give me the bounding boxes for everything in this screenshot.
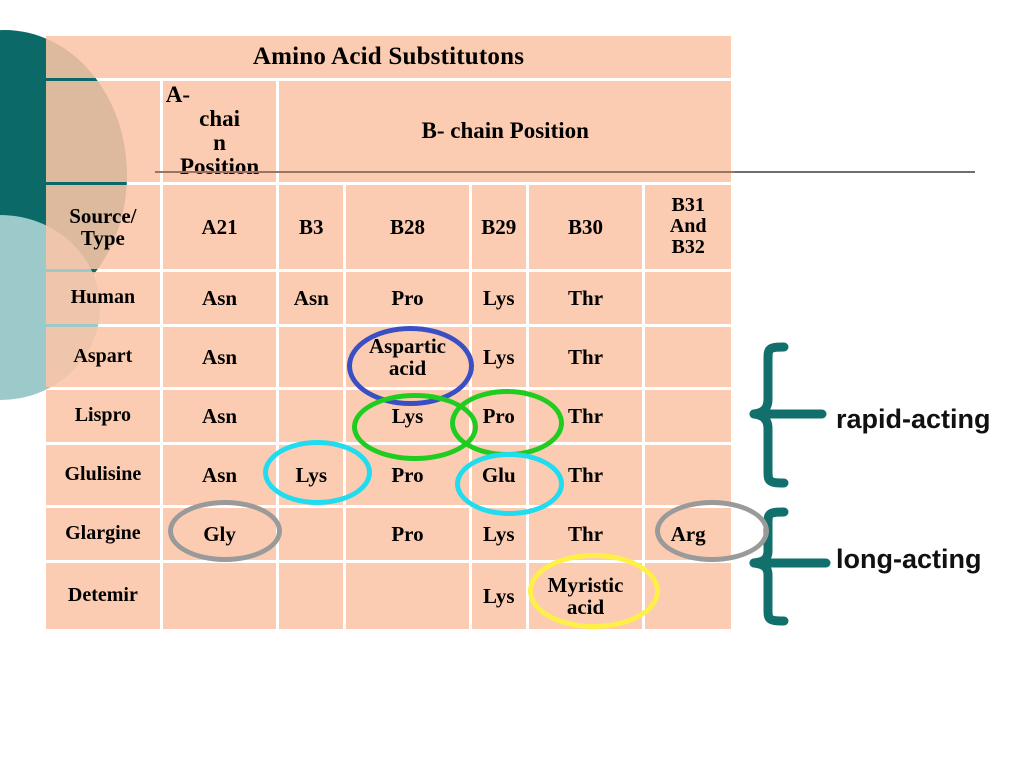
b31-line-1: B31 [671, 194, 705, 217]
cell-glargine-b30: Thr [528, 507, 643, 560]
rapid-acting-label: rapid-acting [836, 404, 991, 434]
a-chain-line-1: A- [165, 82, 190, 107]
b31-line-2: And [669, 215, 707, 238]
cell-human-b30: Thr [528, 271, 643, 324]
cell-lispro-b31 [645, 389, 731, 442]
cell-detemir-b29: Lys [471, 562, 526, 629]
cell-glulisine-b3: Lys [279, 444, 344, 505]
table-row: Glulisine Asn Lys Pro Glu Thr [46, 444, 731, 505]
column-header-a21: A21 [162, 184, 277, 269]
cell-aspart-b30: Thr [528, 326, 643, 387]
b31-line-3: B32 [671, 236, 705, 259]
cell-human-b31 [645, 271, 731, 324]
cell-human-a21: Asn [162, 271, 277, 324]
b-chain-position-header: B- chain Position [279, 81, 731, 182]
row-label-glargine: Glargine [46, 507, 160, 560]
table-row: Lispro Asn Lys Pro Thr [46, 389, 731, 442]
table-title: Amino Acid Substitutons [46, 36, 731, 78]
column-header-b30: B30 [528, 184, 643, 269]
cell-lispro-a21: Asn [162, 389, 277, 442]
cell-glargine-b28: Pro [346, 507, 469, 560]
cell-detemir-b30: Myristic acid [528, 562, 643, 629]
cell-glulisine-a21: Asn [162, 444, 277, 505]
cell-lispro-b29: Pro [471, 389, 526, 442]
cell-glargine-b29: Lys [471, 507, 526, 560]
cell-lispro-b30: Thr [528, 389, 643, 442]
cell-aspart-b28: Aspartic acid [346, 326, 469, 387]
long-acting-label: long-acting [836, 544, 982, 574]
column-header-b31-b32: B31 And B32 [645, 184, 731, 269]
cell-lispro-b3 [279, 389, 344, 442]
table-row: Glargine Gly Pro Lys Thr Arg [46, 507, 731, 560]
cell-glargine-a21: Gly [162, 507, 277, 560]
table-title-row: Amino Acid Substitutons [46, 36, 731, 78]
a-chain-line-2: chai [199, 106, 240, 132]
horizontal-rule-tinted-segment [155, 171, 735, 173]
cell-detemir-b28 [346, 562, 469, 629]
column-header-b28: B28 [346, 184, 469, 269]
cell-human-b29: Lys [471, 271, 526, 324]
cell-human-b3: Asn [279, 271, 344, 324]
row-label-glulisine: Glulisine [46, 444, 160, 505]
cell-aspart-b3 [279, 326, 344, 387]
cell-human-b28: Pro [346, 271, 469, 324]
a-chain-line-4: Position [179, 154, 260, 180]
column-header-b29: B29 [471, 184, 526, 269]
cell-detemir-b3 [279, 562, 344, 629]
cell-detemir-a21 [162, 562, 277, 629]
cell-aspart-b31 [645, 326, 731, 387]
row-label-lispro: Lispro [46, 389, 160, 442]
row-label-detemir: Detemir [46, 562, 160, 629]
cell-aspart-b29: Lys [471, 326, 526, 387]
cell-lispro-b28: Lys [346, 389, 469, 442]
cell-glargine-b3 [279, 507, 344, 560]
cell-glulisine-b31 [645, 444, 731, 505]
cell-aspart-a21: Asn [162, 326, 277, 387]
column-header-b3: B3 [279, 184, 344, 269]
cell-glulisine-b28: Pro [346, 444, 469, 505]
a-chain-position-header: A- chai n Position [162, 81, 277, 182]
a-chain-line-3: n [213, 130, 226, 156]
